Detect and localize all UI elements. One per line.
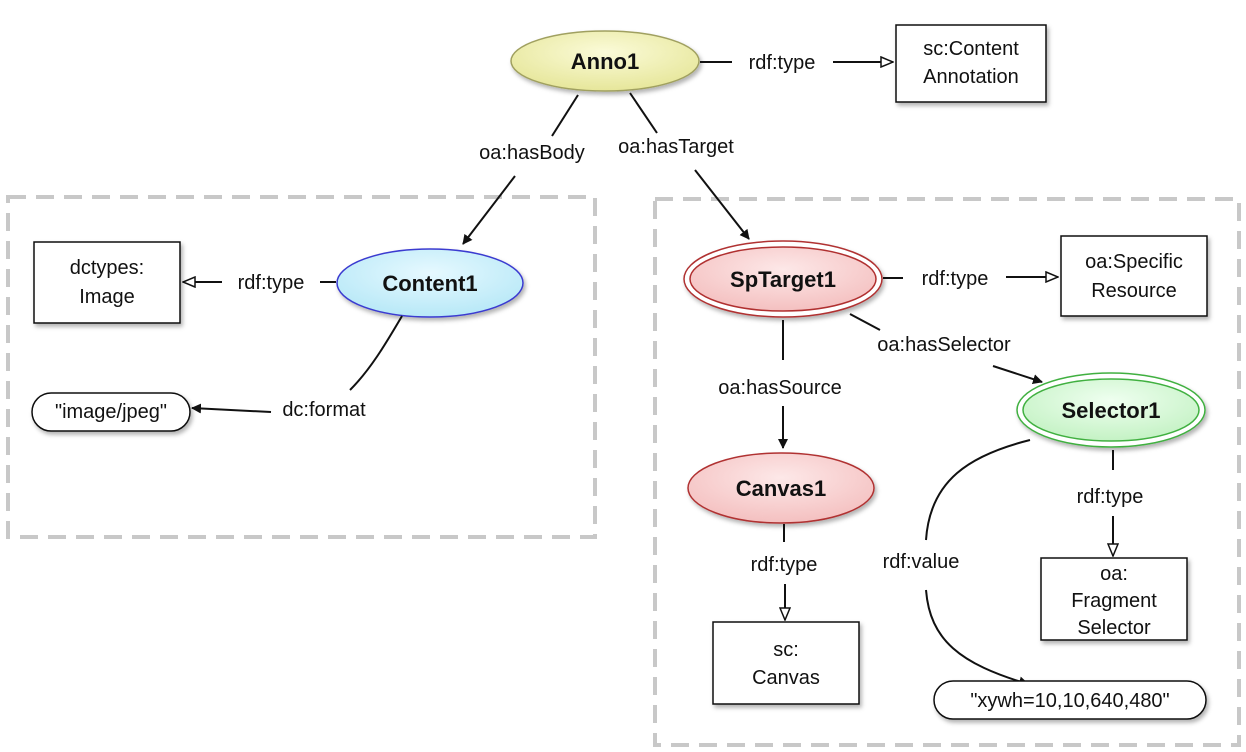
target-group-frame — [653, 197, 1241, 747]
dctypes-image-class-box[interactable]: dctypes: Image — [33, 241, 181, 324]
selector-type-edge-label: rdf:type — [1077, 486, 1144, 508]
has-source-edge-label: oa:hasSource — [718, 377, 841, 399]
format-edge-label: dc:format — [282, 399, 366, 421]
fragment-selector-line-2: Fragment — [1071, 590, 1157, 612]
sptarget1-label: SpTarget1 — [730, 267, 836, 292]
fragment-selector-class-box[interactable]: oa: Fragment Selector — [1040, 557, 1188, 641]
dctypes-image-line-1: dctypes: — [70, 257, 144, 279]
has-target-edge-label: oa:hasTarget — [618, 136, 734, 158]
specific-resource-line-1: oa:Specific — [1085, 251, 1183, 273]
specific-resource-class-box[interactable]: oa:Specific Resource — [1060, 235, 1208, 317]
selector1-node[interactable]: Selector1 — [1016, 372, 1206, 448]
fragment-selector-line-3: Selector — [1077, 617, 1151, 639]
xywh-literal[interactable]: "xywh=10,10,640,480" — [933, 680, 1207, 720]
content-annotation-line-2: Annotation — [923, 66, 1019, 88]
content-annotation-class-box[interactable]: sc:Content Annotation — [895, 24, 1047, 103]
value-edge-label: rdf:value — [883, 551, 960, 573]
sc-canvas-line-2: Canvas — [752, 667, 820, 689]
content-annotation-line-1: sc:Content — [923, 38, 1019, 60]
canvas-type-edge-label: rdf:type — [751, 554, 818, 576]
sc-canvas-class-box[interactable]: sc: Canvas — [712, 621, 860, 705]
dctypes-image-line-2: Image — [79, 286, 135, 308]
image-jpeg-literal-label: "image/jpeg" — [55, 401, 167, 423]
content-type-edge-label: rdf:type — [238, 272, 305, 294]
sc-canvas-line-1: sc: — [773, 639, 799, 661]
has-selector-edge-label: oa:hasSelector — [877, 334, 1011, 356]
anno1-label: Anno1 — [571, 49, 639, 74]
anno1-node[interactable]: Anno1 — [510, 30, 700, 92]
sptarget1-node[interactable]: SpTarget1 — [683, 240, 883, 318]
specific-resource-line-2: Resource — [1091, 280, 1177, 302]
anno-type-edge-label: rdf:type — [749, 52, 816, 74]
content1-node[interactable]: Content1 — [336, 248, 524, 318]
body-group-frame — [6, 195, 597, 539]
canvas1-label: Canvas1 — [736, 476, 827, 501]
has-body-edge-label: oa:hasBody — [479, 142, 585, 164]
sptarget-type-edge-label: rdf:type — [922, 268, 989, 290]
fragment-selector-line-1: oa: — [1100, 563, 1128, 585]
canvas1-node[interactable]: Canvas1 — [687, 452, 875, 524]
xywh-literal-label: "xywh=10,10,640,480" — [970, 690, 1169, 712]
image-jpeg-literal[interactable]: "image/jpeg" — [31, 392, 191, 432]
content1-label: Content1 — [382, 271, 477, 296]
selector1-label: Selector1 — [1061, 398, 1160, 423]
